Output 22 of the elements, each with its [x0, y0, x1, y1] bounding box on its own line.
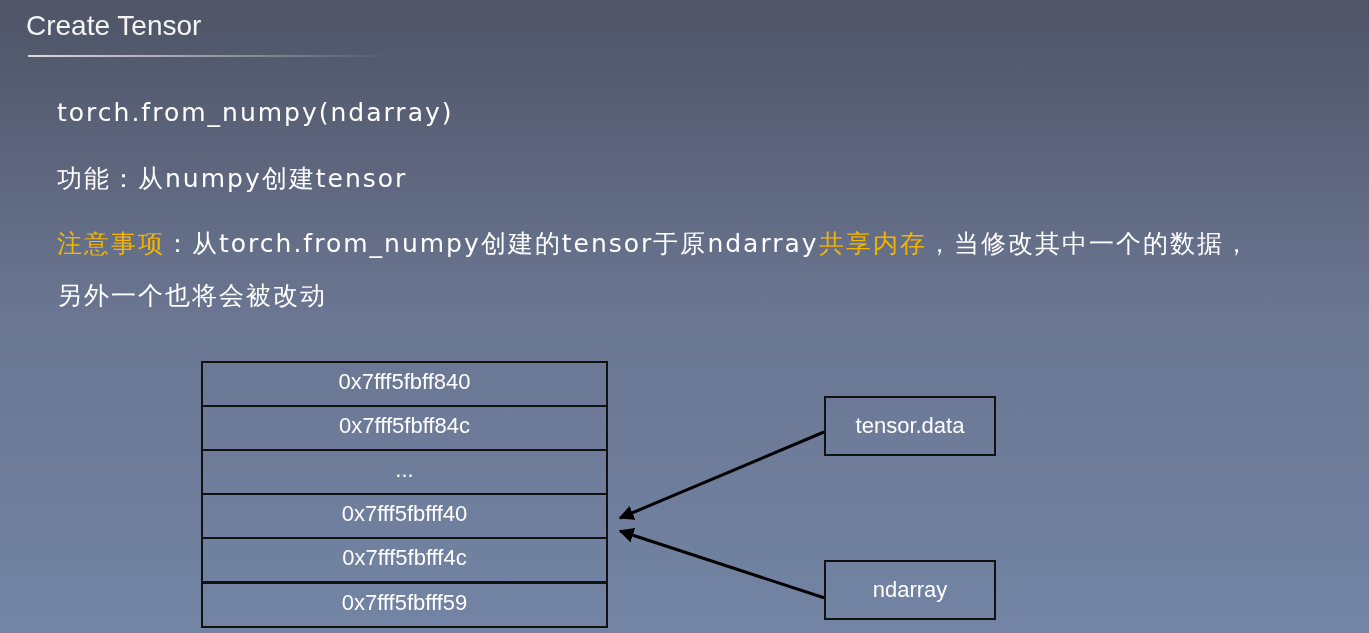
node-text: tensor.data: [855, 413, 965, 439]
node-text: 0x7fff5fbff840: [338, 369, 471, 395]
memory-cell: [201, 405, 608, 451]
label-box: [824, 396, 996, 456]
node-text: ...: [395, 457, 414, 483]
node-text: 0x7fff5fbff84c: [339, 413, 470, 439]
memory-cell: [201, 582, 608, 628]
label-box: [824, 560, 996, 620]
memory-cell: [201, 361, 608, 407]
node-text: 0x7fff5fbfff40: [341, 501, 468, 527]
description-text: 注意事项：从torch.from_numpy创建的tensor于原ndarray共享内存，当修改其中一个的数据，另外一个也将会被改动: [57, 228, 1252, 312]
memory-cell: [201, 537, 608, 583]
arrow: [618, 430, 825, 520]
node-text: 0x7fff5fbfff4c: [342, 545, 467, 571]
node-text: ndarray: [872, 577, 948, 603]
description-text: 功能：从numpy创建tensor: [57, 163, 409, 195]
code-text: torch.from_numpy(ndarray): [57, 97, 455, 129]
arrow: [618, 528, 825, 600]
memory-cell: [201, 449, 608, 495]
memory-cell: [201, 493, 608, 539]
slide-title: Create Tensor: [26, 10, 202, 42]
node-text: 0x7fff5fbfff59: [341, 590, 468, 616]
